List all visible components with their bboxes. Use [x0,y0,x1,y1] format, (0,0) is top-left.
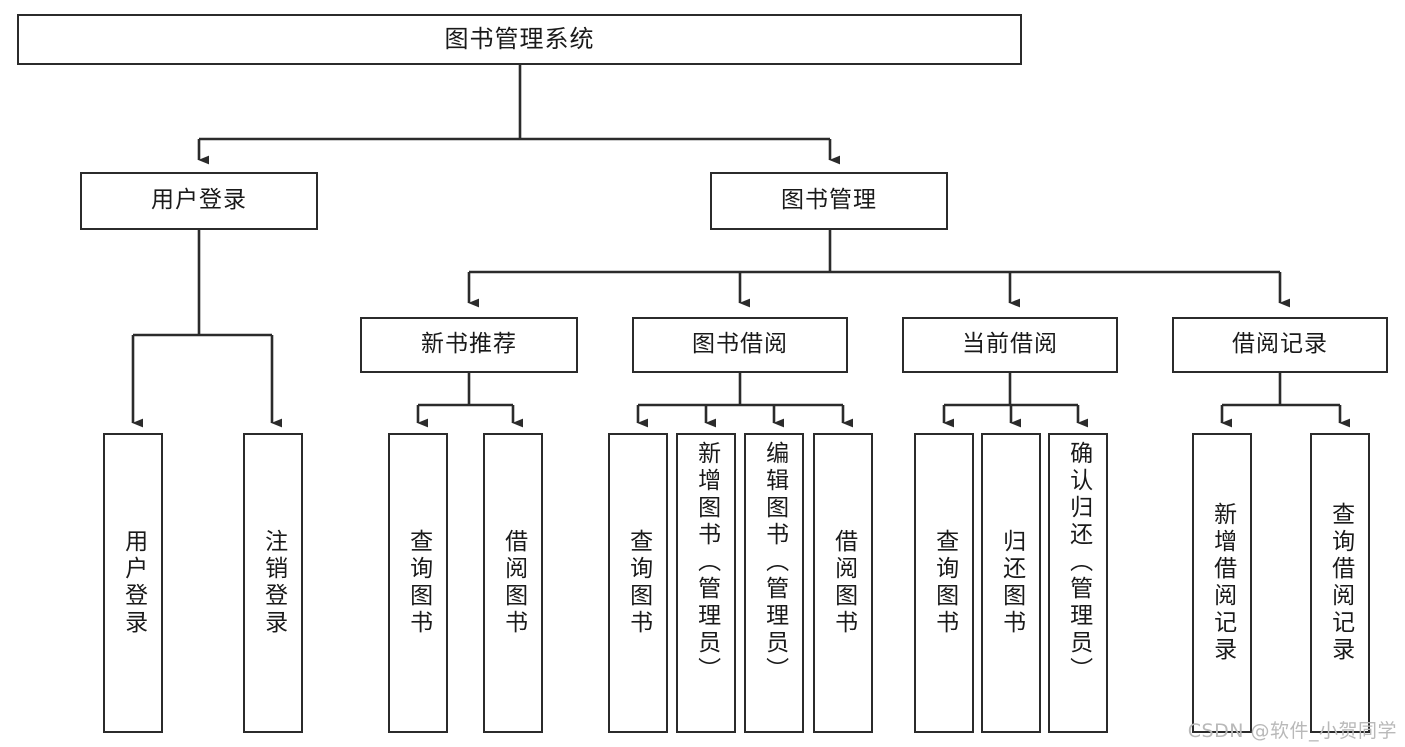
leaf-borrow-book-borrow[interactable]: 借阅图书 [813,433,873,733]
node-borrow-record[interactable]: 借阅记录 [1172,317,1388,373]
leaf-text-wrap: 借阅图书 [485,435,541,731]
leaf-text-wrap: 新增图书（管理员） [678,435,734,731]
node-root-book-management-system[interactable]: 图书管理系统 [17,14,1022,65]
leaf-borrow-book-newbook[interactable]: 借阅图书 [483,433,543,733]
leaf-edit-book-admin[interactable]: 编辑图书（管理员） [744,433,804,733]
leaf-text-wrap: 查询图书 [916,435,972,731]
node-label: 当前借阅 [962,331,1058,358]
node-label: 确认归还（管理员） [1065,441,1092,684]
leaf-text-wrap: 查询图书 [610,435,666,731]
node-label: 查询图书 [931,529,958,637]
node-label: 注销登录 [260,529,287,637]
node-label: 图书借阅 [692,331,788,358]
node-label: 图书管理系统 [444,25,595,54]
leaf-text-wrap: 确认归还（管理员） [1050,435,1106,731]
node-label: 借阅图书 [830,529,857,637]
leaf-query-borrow-record[interactable]: 查询借阅记录 [1310,433,1370,733]
node-label: 查询图书 [625,529,652,637]
node-book-management[interactable]: 图书管理 [710,172,948,230]
node-new-book-recommend[interactable]: 新书推荐 [360,317,578,373]
node-label: 用户登录 [120,529,147,637]
node-label: 查询借阅记录 [1327,502,1354,664]
leaf-text-wrap: 编辑图书（管理员） [746,435,802,731]
leaf-return-book[interactable]: 归还图书 [981,433,1041,733]
leaf-text-wrap: 新增借阅记录 [1194,435,1250,731]
node-label: 用户登录 [151,187,247,214]
leaf-text-wrap: 注销登录 [245,435,301,731]
leaf-text-wrap: 借阅图书 [815,435,871,731]
node-book-borrow[interactable]: 图书借阅 [632,317,848,373]
leaf-logout[interactable]: 注销登录 [243,433,303,733]
node-label: 编辑图书（管理员） [761,441,788,684]
leaf-query-book-current[interactable]: 查询图书 [914,433,974,733]
leaf-confirm-return-admin[interactable]: 确认归还（管理员） [1048,433,1108,733]
leaf-text-wrap: 用户登录 [105,435,161,731]
node-label: 查询图书 [405,529,432,637]
leaf-text-wrap: 归还图书 [983,435,1039,731]
node-label: 新书推荐 [421,331,517,358]
node-label: 归还图书 [998,529,1025,637]
csdn-watermark: CSDN @软件_小贺同学 [1187,720,1397,742]
leaf-text-wrap: 查询借阅记录 [1312,435,1368,731]
leaf-user-login[interactable]: 用户登录 [103,433,163,733]
node-label: 借阅记录 [1232,331,1328,358]
leaf-query-book-borrow[interactable]: 查询图书 [608,433,668,733]
node-label: 新增图书（管理员） [693,441,720,684]
leaf-query-book-newbook[interactable]: 查询图书 [388,433,448,733]
leaf-add-book-admin[interactable]: 新增图书（管理员） [676,433,736,733]
leaf-text-wrap: 查询图书 [390,435,446,731]
node-user-login[interactable]: 用户登录 [80,172,318,230]
node-label: 借阅图书 [500,529,527,637]
node-label: 新增借阅记录 [1209,502,1236,664]
leaf-add-borrow-record[interactable]: 新增借阅记录 [1192,433,1252,733]
node-current-borrow[interactable]: 当前借阅 [902,317,1118,373]
node-label: 图书管理 [781,187,877,214]
